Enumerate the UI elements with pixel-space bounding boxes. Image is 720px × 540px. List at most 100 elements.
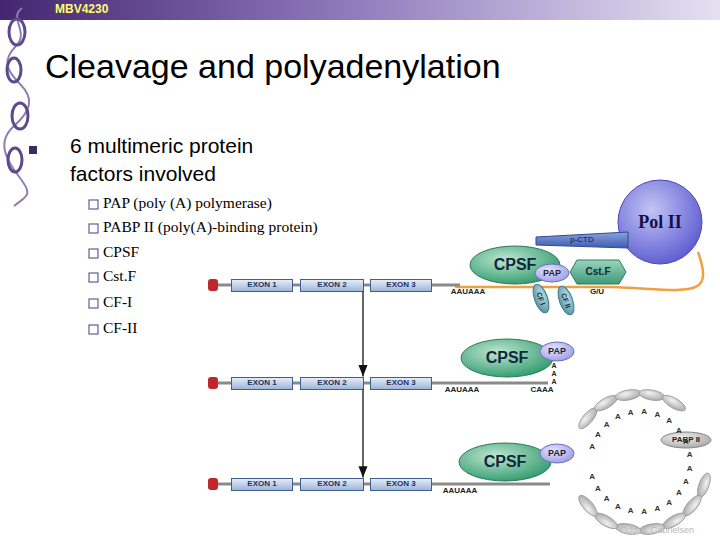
- poly-a-letter: A: [551, 378, 556, 385]
- poly-a-letter: A: [687, 465, 693, 473]
- sub-bullet-text: PAP (poly (A) polymerase): [103, 195, 272, 211]
- pap-oval: PAP: [539, 341, 575, 362]
- cf-oval-shape: [555, 284, 577, 317]
- cpsf-oval: CPSF: [458, 442, 552, 482]
- header-bar: [0, 0, 720, 20]
- node-label: EXON 1: [247, 379, 276, 387]
- signal-sequence: AAUAAA: [443, 487, 478, 495]
- poly-a-letter: A: [551, 370, 556, 377]
- poly-a-letter: A: [615, 503, 621, 511]
- signal-sequence: G/U: [590, 288, 604, 296]
- node-label: CPSF: [494, 257, 537, 273]
- cstf-hexagon: Cst.F: [569, 259, 627, 285]
- exon-box: EXON 2: [300, 279, 364, 292]
- cf-oval: CF I: [528, 280, 553, 315]
- poly-a-letter: A: [604, 421, 610, 429]
- node-label: p-CTD: [570, 236, 594, 244]
- pabp-molecule: [660, 392, 688, 414]
- five-prime-caps: [208, 279, 218, 490]
- poly-a-letter: A: [654, 411, 660, 419]
- poly-a-letter: A: [641, 508, 647, 516]
- exon-box: EXON 2: [300, 377, 364, 390]
- cstf-hexagon-shape: [570, 260, 626, 284]
- signal-sequence: AAUAAA: [445, 386, 480, 394]
- pap-oval-shape: [540, 342, 574, 361]
- bullet-marker: [29, 146, 37, 154]
- poly-a-letter: A: [666, 417, 672, 425]
- poly-a-letter: A: [676, 489, 682, 497]
- sub-bullet-text: Cst.F: [103, 268, 136, 284]
- poly-a-letter: A: [551, 362, 556, 369]
- poly-a-letter: A: [604, 495, 610, 503]
- binder-rings: [4, 8, 29, 206]
- node-label: PAP: [548, 449, 566, 458]
- node-label: Pol II: [638, 213, 682, 231]
- poly-a-letter: A: [683, 478, 689, 486]
- node-label: EXON 3: [386, 281, 415, 289]
- image-credit: Odd S. Gabrielsen: [620, 526, 694, 535]
- pap-oval: PAP: [534, 263, 570, 283]
- cpsf-oval-shape: [461, 339, 553, 377]
- exon-box: EXON 1: [231, 377, 293, 390]
- mrna-backbones: [215, 285, 550, 484]
- pabp-molecule: [615, 388, 642, 402]
- poly-a-letter: A: [676, 427, 682, 435]
- poly-a-letter: A: [641, 408, 647, 416]
- slide-title: Cleavage and polyadenylation: [45, 47, 501, 86]
- node-label: EXON 2: [317, 379, 346, 387]
- exon-box: EXON 3: [370, 478, 432, 491]
- node-label: PAP: [543, 269, 561, 278]
- sub-bullet-text: PABP II (poly(A)-binding protein): [103, 219, 318, 235]
- pabp-ring: [576, 388, 713, 536]
- signal-sequence: AAUAAA: [451, 288, 486, 296]
- node-label: EXON 1: [247, 281, 276, 289]
- poly-a-letter: A: [628, 507, 634, 515]
- exon-box: EXON 2: [300, 478, 364, 491]
- flow-arrow: [362, 292, 363, 377]
- poly-a-letter: A: [615, 413, 621, 421]
- polymerase-circle-shape: [618, 180, 702, 264]
- sub-bullet-markers: [89, 200, 98, 334]
- poly-a-letter: A: [628, 409, 634, 417]
- cpsf-oval-shape: [459, 443, 551, 481]
- sub-bullet-text: CPSF: [103, 244, 139, 260]
- node-label: CPSF: [484, 454, 527, 470]
- node-label: EXON 3: [386, 480, 415, 488]
- pabp-molecule: [576, 493, 600, 519]
- course-code: MBV4230: [55, 3, 108, 15]
- poly-a-letter: A: [654, 505, 660, 513]
- pabp-molecule: [695, 471, 713, 499]
- cpsf-oval: CPSF: [460, 338, 554, 378]
- poly-a-letter: A: [589, 473, 595, 481]
- node-label: Cst.F: [586, 267, 611, 277]
- cf-oval-shape: [530, 282, 552, 315]
- pap-oval-shape: [540, 444, 574, 463]
- flow-arrow: [362, 390, 363, 478]
- bullet-text: 6 multimeric protein factors involved: [70, 132, 320, 188]
- exon-box: EXON 3: [370, 377, 432, 390]
- node-label: EXON 3: [386, 379, 415, 387]
- ctd-band-shape: [536, 232, 628, 248]
- exon-box: EXON 1: [231, 478, 293, 491]
- sub-bullet-text: CF-I: [103, 294, 132, 310]
- poly-a-letter: A: [683, 438, 689, 446]
- exon-box: EXON 3: [370, 279, 432, 292]
- poly-a-letter: A: [666, 499, 672, 507]
- node-label: EXON 1: [247, 480, 276, 488]
- node-label: EXON 2: [317, 480, 346, 488]
- pabp-oval-shape: [661, 432, 711, 448]
- pap-oval: PAP: [539, 443, 575, 464]
- poly-a-letter: A: [595, 431, 601, 439]
- poly-a-letter: A: [687, 451, 693, 459]
- pap-oval-shape: [535, 264, 569, 282]
- poly-a-letter: A: [595, 485, 601, 493]
- sub-bullet-text: CF-II: [103, 320, 137, 336]
- ctd-band: p-CTD: [536, 232, 628, 248]
- node-label: CPSF: [486, 350, 529, 366]
- node-label: EXON 2: [317, 281, 346, 289]
- cleavage-end: CAAA: [530, 386, 553, 394]
- poly-a-letter: A: [589, 443, 595, 451]
- polymerase-circle: Pol II: [617, 179, 703, 265]
- pabp-molecule: [638, 388, 665, 402]
